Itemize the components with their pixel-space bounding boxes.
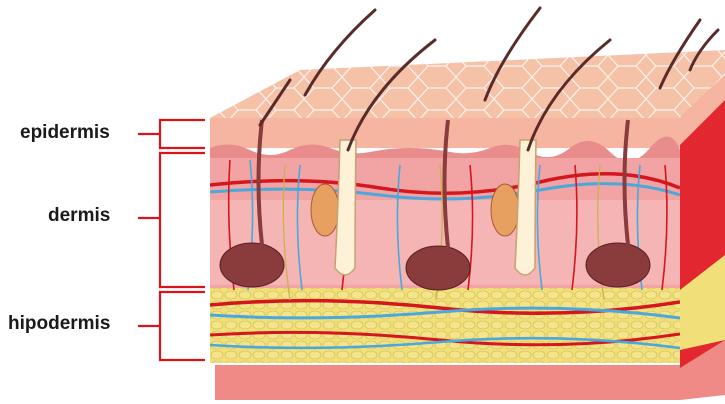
bracket-dermis — [138, 153, 205, 287]
label-hypodermis: hipodermis — [8, 313, 110, 335]
label-dermis: dermis — [48, 205, 110, 227]
bracket-epidermis — [138, 120, 205, 148]
bracket-hypodermis — [138, 292, 205, 360]
label-epidermis: epidermis — [20, 122, 110, 144]
front-bottom-layer — [215, 365, 680, 400]
